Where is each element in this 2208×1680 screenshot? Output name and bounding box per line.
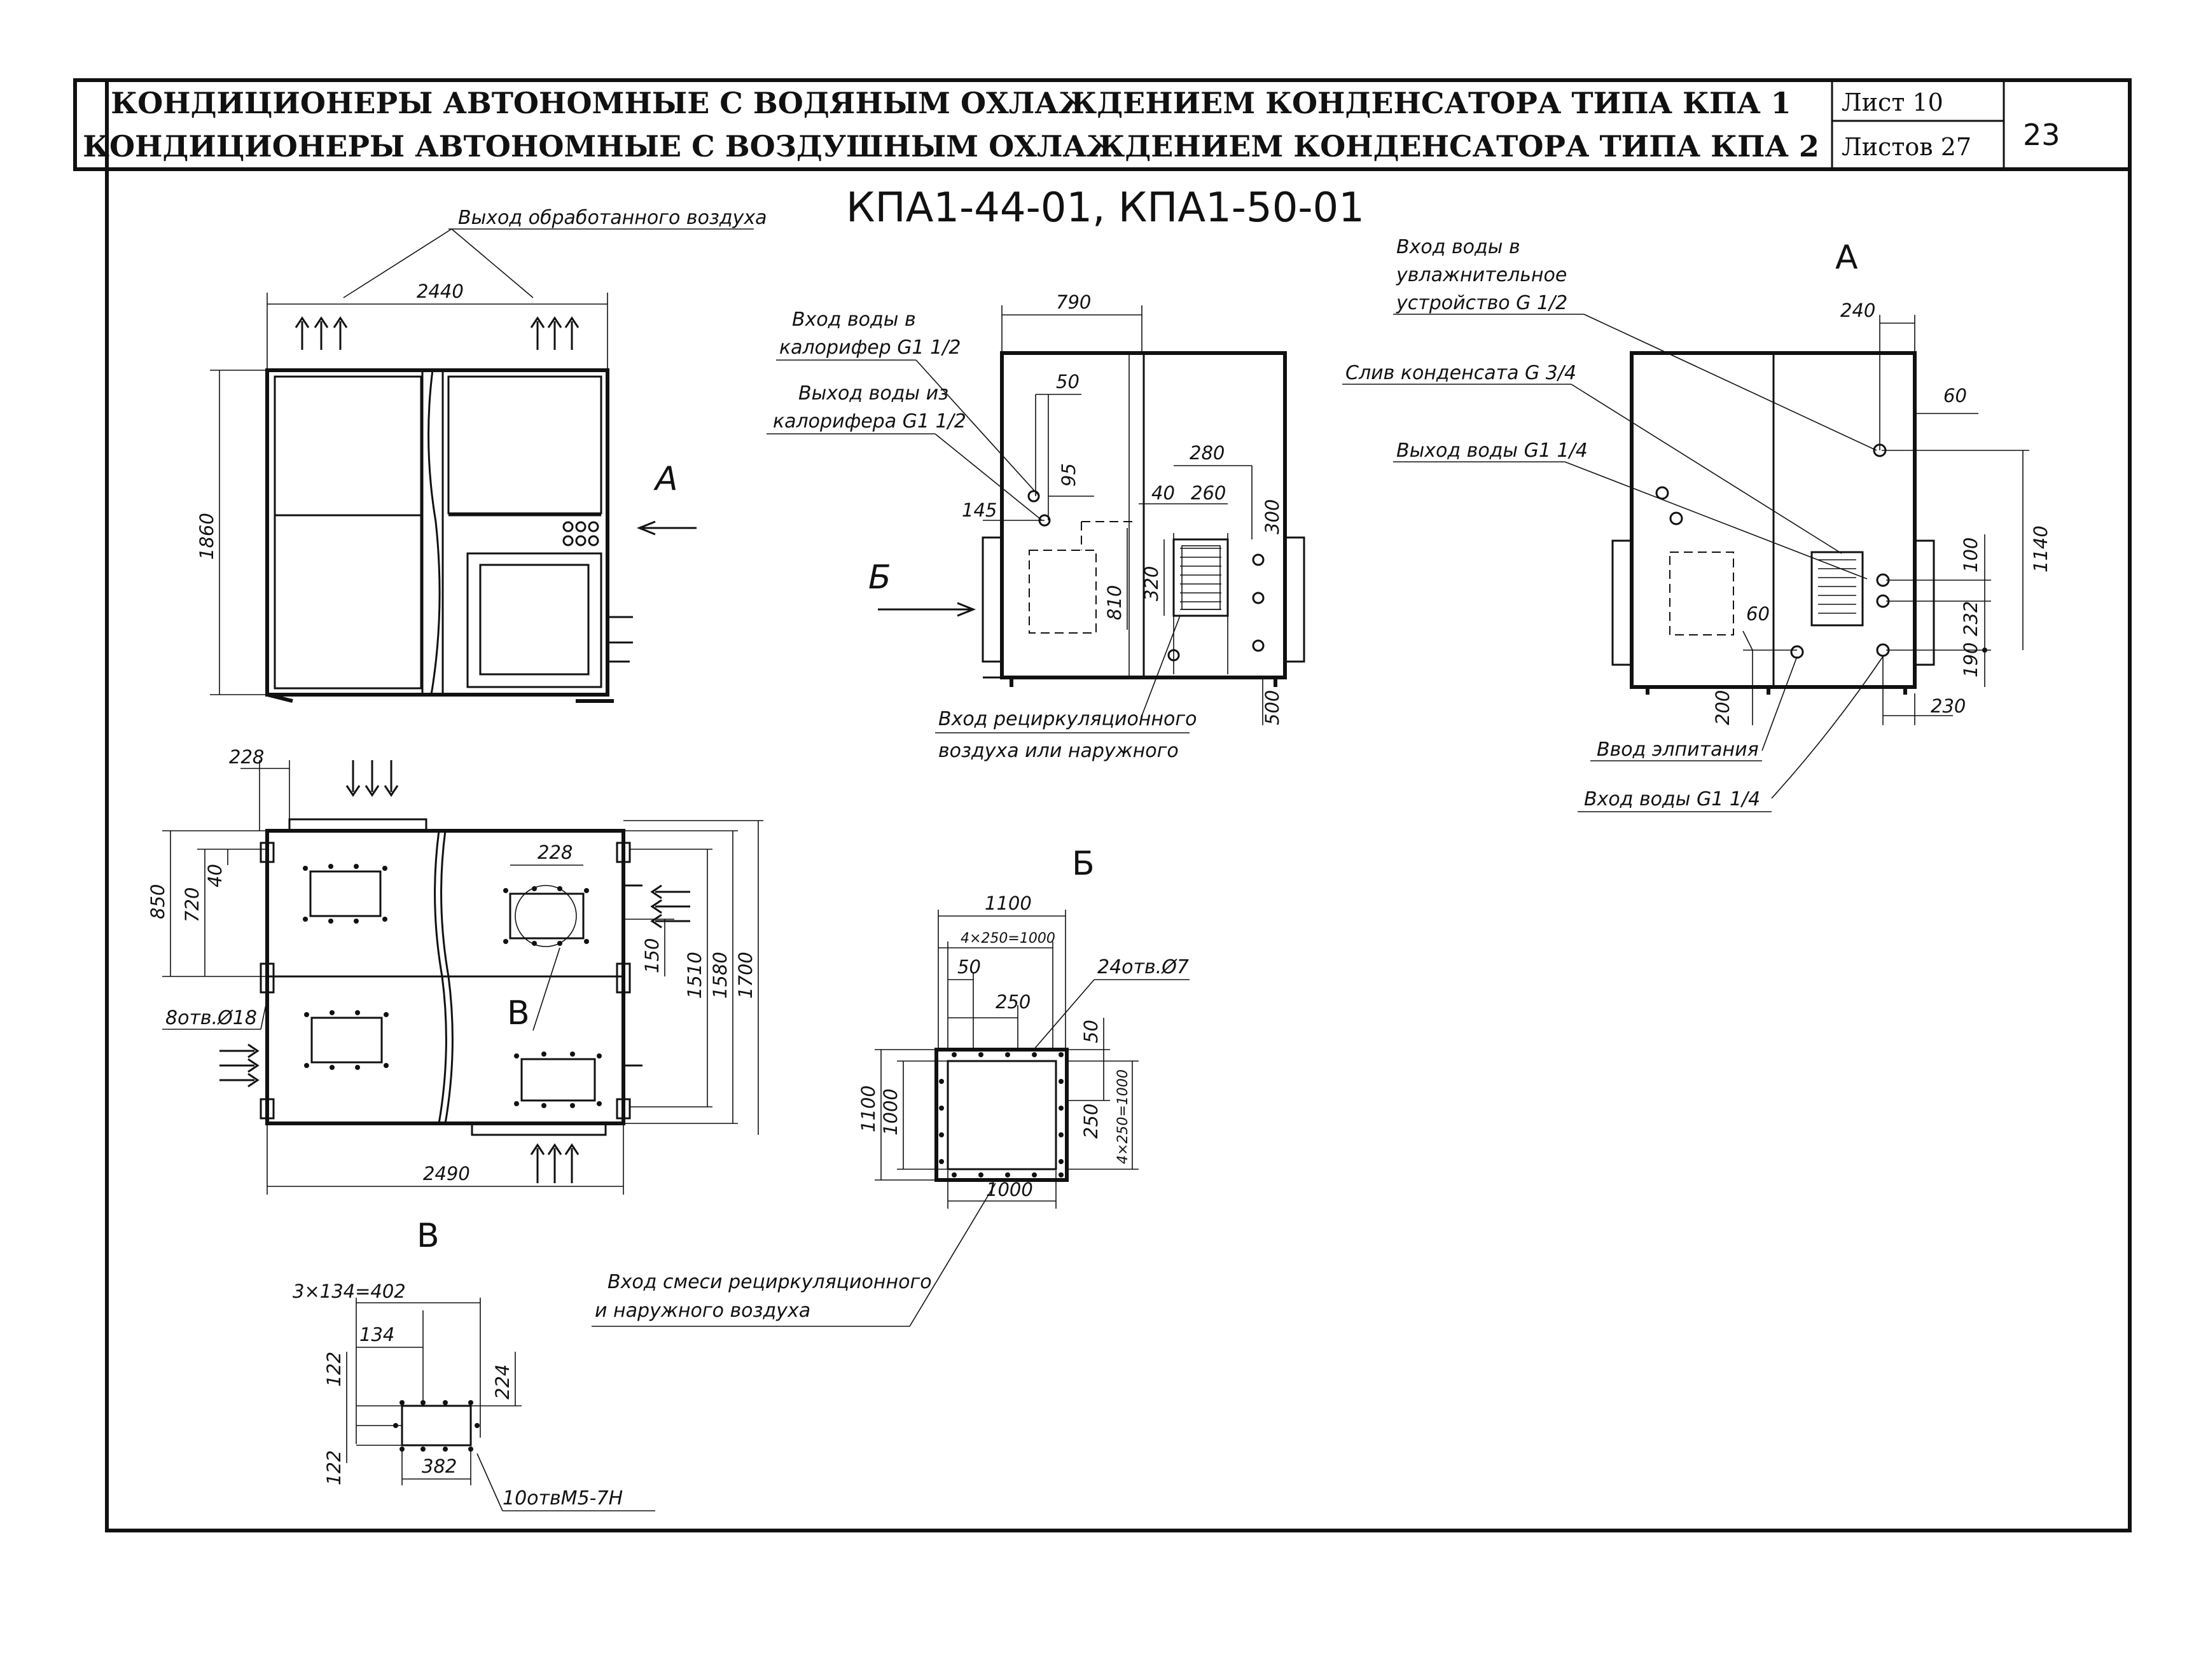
view-b-water-out-l1: Выход воды из	[798, 382, 948, 405]
dim-134: 134	[359, 1324, 394, 1345]
view-a-water-out: Выход воды G1 1/4	[1396, 440, 1588, 462]
dim-320: 320	[1141, 566, 1162, 601]
dim-1860: 1860	[196, 513, 218, 560]
dim-240: 240	[1840, 300, 1875, 321]
flange-b-holes-callout: 24отв.Ø7	[1097, 956, 1189, 978]
view-a: А Вход воды в увлажнительное устройство …	[1342, 236, 2052, 812]
plan-holes-callout: 8отв.Ø18	[165, 1007, 257, 1029]
dim-250a: 250	[996, 991, 1031, 1013]
dim-382: 382	[422, 1455, 457, 1477]
view-b-title: Б	[1072, 845, 1095, 883]
dim-300: 300	[1261, 499, 1283, 534]
view-b-water-in-l1: Вход воды в	[792, 309, 916, 331]
dim-122a: 122	[323, 1352, 345, 1387]
flange-b: Б 1100 4×250=1000 50 250 24отв.Ø7	[592, 845, 1190, 1327]
dim-50: 50	[1056, 371, 1080, 392]
view-b-air-in-l2: воздуха или наружного	[938, 740, 1179, 762]
view-a-title: А	[1835, 239, 1858, 277]
sheets-total-label: Листов 27	[1842, 133, 1971, 161]
view-v-title: В	[417, 1217, 440, 1255]
view-a-drain: Слив конденсата G 3/4	[1345, 362, 1576, 384]
top-inlet-arrows	[345, 760, 399, 797]
dim-60a: 60	[1943, 385, 1967, 406]
flange-b-bolts	[939, 1052, 1064, 1177]
side-outlet-arrows	[650, 884, 690, 929]
view-a-power: Ввод элпитания	[1597, 739, 1759, 761]
dim-1000: 1000	[986, 1179, 1033, 1200]
outlet-arrows-right	[530, 316, 580, 350]
sheet-label: Лист 10	[1842, 88, 1943, 116]
view-b-grille	[1180, 548, 1221, 610]
outlet-arrows-left	[295, 316, 348, 350]
dim-3x134: 3×134=402	[293, 1281, 406, 1302]
bottom-inlet-arrows	[530, 1143, 580, 1183]
view-a-humid-l2: увлажнительное	[1396, 264, 1567, 286]
view-a-humid-l3: устройство G 1/2	[1396, 292, 1567, 314]
title-block: КОНДИЦИОНЕРЫ АВТОНОМНЫЕ С ВОДЯНЫМ ОХЛАЖД…	[73, 78, 2132, 1532]
view-a-water-in: Вход воды G1 1/4	[1584, 788, 1760, 810]
dim-228b: 228	[538, 842, 573, 863]
dim-260: 260	[1191, 482, 1226, 504]
view-b-water-in-l2: калорифер G1 1/2	[779, 337, 961, 359]
view-v-marker: В	[507, 994, 530, 1032]
plan-flange-bolts	[303, 864, 602, 1108]
dim-230: 230	[1931, 695, 1966, 717]
outlet-callout: Выход обработанного воздуха	[458, 207, 767, 229]
flange-v-holes-callout: 10отвМ5-7Н	[503, 1487, 623, 1510]
front-view: Выход обработанного воздуха 2440	[196, 207, 767, 703]
dim-200: 200	[1712, 690, 1733, 725]
dim-228a: 228	[229, 746, 264, 768]
dim-810: 810	[1104, 585, 1125, 620]
dim-1100v: 1100	[858, 1085, 879, 1132]
dim-1700: 1700	[735, 952, 756, 999]
dim-2490: 2490	[423, 1163, 470, 1184]
header-title-line1: КОНДИЦИОНЕРЫ АВТОНОМНЫЕ С ВОДЯНЫМ ОХЛАЖД…	[111, 86, 1791, 120]
dim-1580: 1580	[709, 952, 731, 999]
view-a-marker: А	[653, 460, 678, 498]
flange-b-mix-l1: Вход смеси рециркуляционного	[608, 1271, 932, 1293]
flange-v: 3×134=402 134 122 122 224 382 10отвМ5-7Н	[293, 1281, 655, 1511]
header-title-line2: КОНДИЦИОНЕРЫ АВТОНОМНЫЕ С ВОЗДУШНЫМ ОХЛА…	[83, 129, 1819, 163]
flange-b-mix-l2: и наружного воздуха	[595, 1300, 810, 1322]
dim-150: 150	[641, 938, 663, 973]
drawing-title: КПА1-44-01, КПА1-50-01	[846, 184, 1364, 232]
plan-view: 228	[147, 746, 763, 1255]
dim-1000v: 1000	[880, 1088, 901, 1135]
view-b: Вход воды в калорифер G1 1/2 Выход воды …	[767, 291, 1305, 762]
dim-40: 40	[1151, 482, 1175, 504]
dim-224: 224	[492, 1364, 513, 1399]
dim-250b: 250	[1080, 1104, 1102, 1139]
dim-850: 850	[147, 884, 169, 919]
dim-145: 145	[962, 499, 997, 521]
dim-100: 100	[1960, 538, 1982, 573]
view-b-air-in-l1: Вход рециркуляционного	[938, 708, 1197, 730]
dim-122b: 122	[323, 1450, 345, 1485]
dim-50a: 50	[957, 956, 981, 978]
dim-4x250b: 4×250=1000	[1115, 1069, 1131, 1164]
view-b-marker: Б	[868, 559, 891, 597]
dim-232: 232	[1960, 601, 1982, 636]
dim-50b: 50	[1080, 1020, 1102, 1043]
dim-1140: 1140	[2030, 525, 2052, 573]
dim-60b: 60	[1746, 603, 1770, 625]
view-a-grille	[1818, 559, 1856, 614]
dim-2440: 2440	[417, 281, 464, 302]
dim-95: 95	[1058, 463, 1080, 487]
view-b-water-out-l2: калорифера G1 1/2	[773, 410, 966, 433]
dim-280: 280	[1190, 442, 1225, 464]
dim-40: 40	[204, 864, 226, 887]
side-inlet-arrows	[219, 1043, 260, 1088]
view-a-humid-l1: Вход воды в	[1396, 236, 1520, 258]
dim-1100: 1100	[985, 892, 1032, 914]
dim-720: 720	[181, 887, 203, 922]
flange-v-bolts	[393, 1400, 480, 1452]
page-number: 23	[2023, 118, 2060, 152]
dim-790: 790	[1056, 291, 1091, 313]
dim-190: 190	[1960, 642, 1982, 677]
dim-4x250a: 4×250=1000	[961, 931, 1055, 947]
dim-1510: 1510	[684, 952, 705, 999]
dim-500: 500	[1261, 690, 1283, 725]
